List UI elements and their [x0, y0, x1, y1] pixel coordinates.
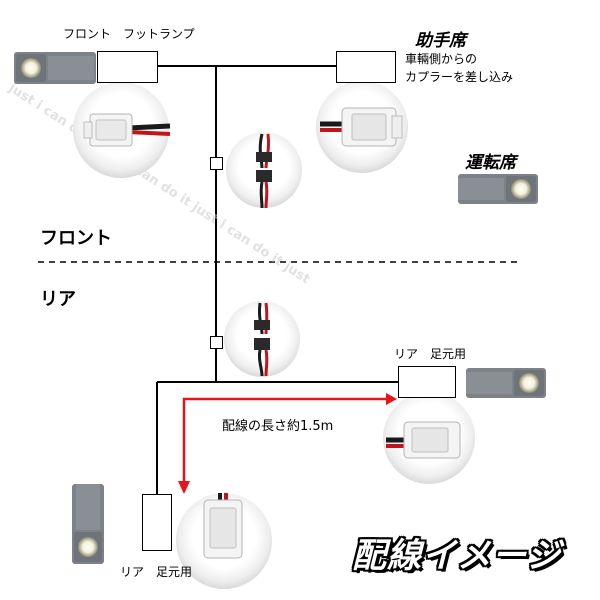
rear-foot-right-label: リア 足元用 — [394, 347, 467, 361]
front-splice-connector — [210, 157, 223, 170]
photo-front-splice — [226, 132, 302, 209]
led-lamp-front — [14, 52, 96, 84]
photo-rear-splice — [224, 301, 300, 377]
arrow-right-head — [386, 393, 397, 405]
rear-foot-left-label: リア 足元用 — [120, 565, 193, 579]
led-lamp-rear-right — [466, 368, 546, 398]
passenger-seat-label: 助手席 — [415, 31, 466, 51]
led-lamp-rear-left — [72, 484, 104, 564]
wiring-length-arrows — [182, 397, 386, 492]
led-lamp-driver — [458, 174, 538, 204]
photo-front-connector — [73, 82, 171, 178]
photo-passenger-connector — [316, 81, 408, 173]
photo-rear-right-connector — [383, 392, 475, 484]
driver-seat-label: 運転席 — [465, 153, 516, 173]
diagram-title: 配線イメージ — [352, 536, 562, 576]
passenger-note-line1: 車輛側からの — [405, 52, 478, 66]
arrow-down-head — [178, 481, 190, 494]
passenger-coupler-box — [336, 51, 396, 83]
front-foot-lamp-box — [97, 51, 158, 83]
photo-rear-left-connector — [176, 493, 272, 589]
wiring-length-label: 配線の長さ約1.5m — [222, 419, 334, 434]
rear-splice-connector — [210, 336, 223, 349]
rear-right-box — [398, 366, 456, 398]
front-foot-lamp-label: フロント フットランプ — [63, 27, 195, 41]
front-section-label: フロント — [40, 228, 112, 249]
main-wires — [156, 65, 398, 494]
rear-section-label: リア — [40, 289, 76, 310]
rear-left-box — [142, 494, 172, 551]
passenger-note-line2: カプラーを差し込み — [405, 70, 514, 84]
